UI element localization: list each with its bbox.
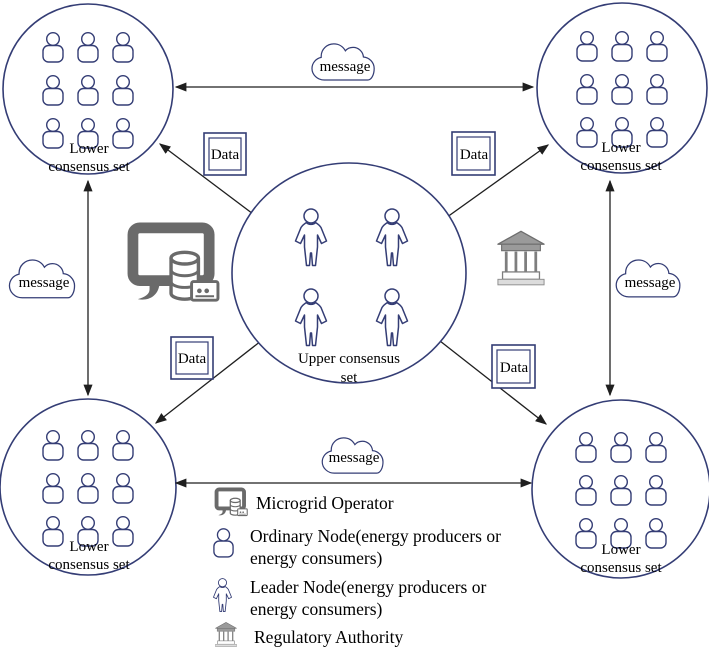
- lower-consensus-set-bottom-left: Lower consensus set: [0, 398, 177, 576]
- legend-label-line1: Ordinary Node(energy producers or: [250, 526, 501, 546]
- leader-node-icon: [212, 578, 233, 613]
- legend-label-line2: energy consumers): [250, 599, 383, 619]
- message-cloud-right: message: [615, 259, 681, 298]
- ordinary-node-icon: [213, 528, 234, 558]
- data-box-inner: [208, 137, 242, 171]
- message-cloud-left: message: [8, 259, 76, 299]
- lower-set-label-line1: Lower: [601, 140, 640, 156]
- message-label: message: [320, 59, 371, 75]
- lower-set-label-line1: Lower: [69, 539, 108, 555]
- regulatory-authority-icon: [497, 229, 545, 287]
- legend-row-regulatory-authority: Regulatory Authority: [214, 622, 403, 648]
- data-box-inner: [456, 136, 491, 171]
- microgrid-operator-icon: [214, 487, 249, 518]
- data-label: Data: [211, 147, 240, 163]
- data-label: Data: [460, 147, 489, 163]
- data-box-inner: [496, 349, 531, 384]
- lower-consensus-set-bottom-right: Lower consensus set: [531, 399, 709, 579]
- upper-set-label-line2: set: [341, 370, 358, 386]
- lower-set-label-line1: Lower: [601, 542, 640, 558]
- consensus-circle: [231, 162, 467, 384]
- legend-row-leader-node: Leader Node(energy producers or energy c…: [212, 577, 486, 619]
- lower-set-label-line2: consensus set: [48, 557, 130, 573]
- microgrid-operator-icon: [133, 228, 218, 300]
- data-box-top-left: Data: [203, 132, 247, 176]
- data-box-bottom-right: Data: [491, 344, 536, 389]
- message-cloud-bottom: message: [321, 437, 384, 474]
- legend-label-line2: energy consumers): [250, 548, 383, 568]
- upper-consensus-set: Upper consensus set: [231, 162, 467, 386]
- lower-set-label-line2: consensus set: [580, 560, 662, 576]
- data-box-bottom-left: Data: [170, 336, 214, 380]
- data-box-top-right: Data: [451, 131, 496, 176]
- legend-row-microgrid-operator: Microgrid Operator: [214, 487, 394, 518]
- data-box-inner: [175, 341, 209, 375]
- legend-label: Microgrid Operator: [256, 493, 394, 513]
- message-label: message: [625, 275, 676, 291]
- lower-consensus-set-top-left: Lower consensus set: [2, 3, 174, 175]
- legend: Microgrid Operator Ordinary Node(energy …: [212, 487, 501, 648]
- upper-set-label-line1: Upper consensus: [298, 351, 400, 367]
- message-label: message: [329, 450, 380, 466]
- legend-row-ordinary-node: Ordinary Node(energy producers or energy…: [213, 526, 501, 568]
- lower-consensus-set-top-right: Lower consensus set: [536, 2, 708, 174]
- regulatory-authority-icon: [214, 622, 238, 648]
- message-label: message: [19, 275, 70, 291]
- lower-set-label-line1: Lower: [69, 141, 108, 157]
- data-label: Data: [178, 351, 207, 367]
- message-cloud-top: message: [311, 43, 375, 81]
- lower-set-label-line2: consensus set: [580, 158, 662, 174]
- legend-label-line1: Leader Node(energy producers or: [250, 577, 486, 597]
- data-label: Data: [500, 360, 529, 376]
- lower-set-label-line2: consensus set: [48, 159, 130, 175]
- legend-label: Regulatory Authority: [254, 627, 403, 647]
